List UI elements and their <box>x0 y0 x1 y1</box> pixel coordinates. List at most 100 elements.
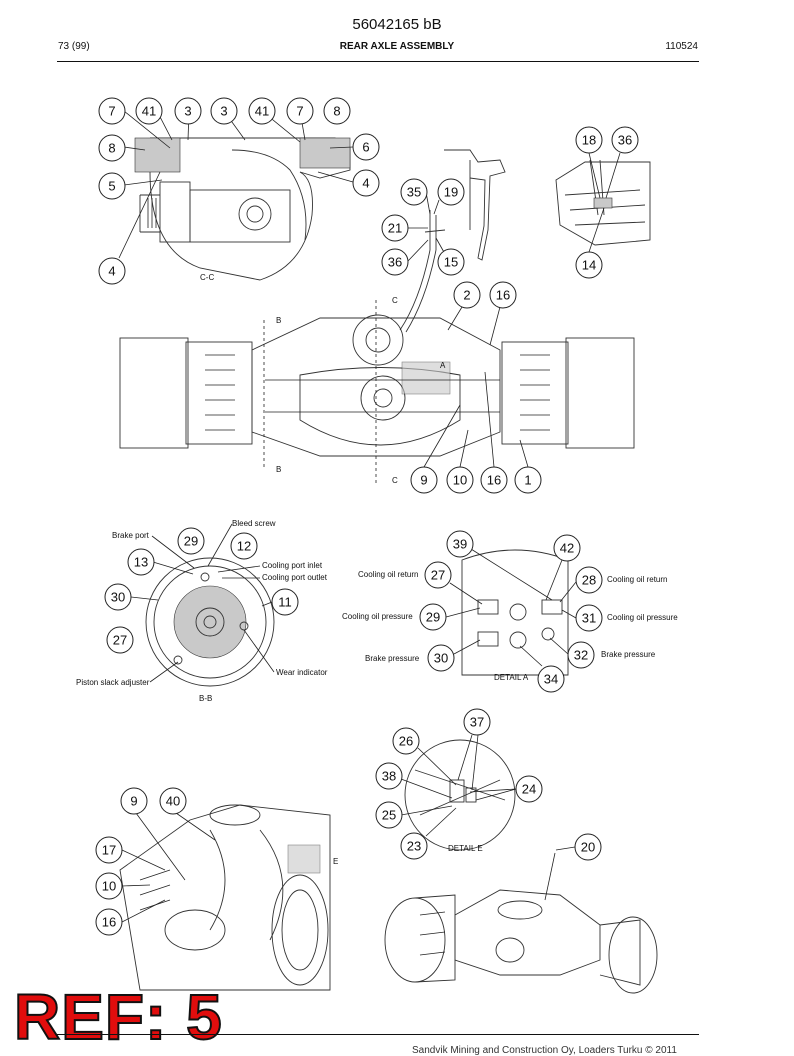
detail-a-text-labels: Cooling oil return Cooling oil return Co… <box>342 570 678 663</box>
fitting-callouts: 18 36 14 <box>575 126 639 279</box>
right-hub-fins <box>520 354 550 431</box>
svg-text:16: 16 <box>496 288 510 303</box>
callout-3: 3 <box>210 97 238 125</box>
callout-26: 26 <box>392 727 420 755</box>
cc-callouts: 7 41 3 3 41 7 8 8 6 5 4 4 <box>98 97 380 285</box>
svg-text:23: 23 <box>407 839 421 854</box>
callout-8: 8 <box>98 134 126 162</box>
callout-38: 38 <box>375 762 403 790</box>
detail-a-callouts: 39 42 27 28 29 31 30 32 34 <box>419 530 603 693</box>
svg-text:12: 12 <box>237 539 251 554</box>
callout-19: 19 <box>437 178 465 206</box>
marker-b-bottom: B <box>276 465 281 474</box>
date-code: 110524 <box>665 41 698 52</box>
svg-text:1: 1 <box>524 473 531 488</box>
callout-35: 35 <box>400 178 428 206</box>
bb-leaders <box>130 523 275 683</box>
svg-text:27: 27 <box>431 568 445 583</box>
svg-text:18: 18 <box>582 133 596 148</box>
svg-text:11: 11 <box>278 595 292 610</box>
svg-text:16: 16 <box>102 915 116 930</box>
marker-a: A <box>440 361 446 370</box>
callout-13: 13 <box>127 548 155 576</box>
callout-34: 34 <box>537 665 565 693</box>
detail-a-leaders <box>445 548 577 667</box>
svg-text:35: 35 <box>407 185 421 200</box>
svg-text:4: 4 <box>108 264 115 279</box>
label-cooling-port-inlet: Cooling port inlet <box>262 561 323 570</box>
svg-text:36: 36 <box>618 133 632 148</box>
svg-text:16: 16 <box>487 473 501 488</box>
svg-text:4: 4 <box>362 176 369 191</box>
svg-text:29: 29 <box>426 610 440 625</box>
callout-18: 18 <box>575 126 603 154</box>
callout-16: 16 <box>489 281 517 309</box>
callout-4: 4 <box>98 257 126 285</box>
svg-text:10: 10 <box>453 473 467 488</box>
callout-41: 41 <box>248 97 276 125</box>
callout-24: 24 <box>515 775 543 803</box>
callout-20: 20 <box>574 833 602 861</box>
hose-bracket-view <box>399 149 506 333</box>
svg-text:37: 37 <box>470 715 484 730</box>
svg-text:31: 31 <box>582 611 596 626</box>
callout-10: 10 <box>446 466 474 494</box>
svg-text:26: 26 <box>399 734 413 749</box>
label-brake-pressure-left: Brake pressure <box>365 654 420 663</box>
label-piston-slack-adjuster: Piston slack adjuster <box>76 678 150 687</box>
svg-text:41: 41 <box>142 104 156 119</box>
callout-30: 30 <box>427 644 455 672</box>
svg-text:13: 13 <box>134 555 148 570</box>
label-bleed-screw: Bleed screw <box>232 519 276 528</box>
perspective-closeup-view: E <box>119 804 338 991</box>
axle-main-view: A B B C C <box>119 296 635 485</box>
svg-text:30: 30 <box>111 590 125 605</box>
callout-12: 12 <box>230 532 258 560</box>
callout-14: 14 <box>575 251 603 279</box>
callout-17: 17 <box>95 836 123 864</box>
section-bb-view: B-B <box>145 557 275 703</box>
callout-11: 11 <box>271 588 299 616</box>
svg-text:9: 9 <box>420 473 427 488</box>
svg-text:7: 7 <box>296 104 303 119</box>
footer-copyright: Sandvik Mining and Construction Oy, Load… <box>412 1045 677 1056</box>
hose-callouts: 35 19 21 36 15 <box>381 178 465 276</box>
marker-c-top: C <box>392 296 398 305</box>
svg-text:3: 3 <box>184 104 191 119</box>
section-cc-view: C-C <box>134 137 351 282</box>
callout-42: 42 <box>553 534 581 562</box>
marker-e: E <box>333 857 338 866</box>
detail-a-view: DETAIL A <box>461 549 569 682</box>
detail-a-caption: DETAIL A <box>494 673 529 682</box>
svg-text:20: 20 <box>581 840 595 855</box>
svg-text:9: 9 <box>130 794 137 809</box>
callout-15: 15 <box>437 248 465 276</box>
callout-3: 3 <box>174 97 202 125</box>
perspective-leaders <box>121 812 216 923</box>
callout-5: 5 <box>98 172 126 200</box>
svg-text:36: 36 <box>388 255 402 270</box>
callout-40: 40 <box>159 787 187 815</box>
callout-9: 9 <box>120 787 148 815</box>
callout-16: 16 <box>480 466 508 494</box>
label-brake-port: Brake port <box>112 531 150 540</box>
callout-29: 29 <box>419 603 447 631</box>
marker-c-bottom: C <box>392 476 398 485</box>
callout-29: 29 <box>177 527 205 555</box>
callout-36: 36 <box>611 126 639 154</box>
callout-6: 6 <box>352 133 380 161</box>
svg-text:41: 41 <box>255 104 269 119</box>
detail-e-caption: DETAIL E <box>448 844 483 853</box>
marker-b-top: B <box>276 316 281 325</box>
svg-text:40: 40 <box>166 794 180 809</box>
svg-text:34: 34 <box>544 672 558 687</box>
page-reference: 73 (99) <box>58 41 90 52</box>
cc-leader-lines <box>118 110 354 259</box>
svg-text:19: 19 <box>444 185 458 200</box>
svg-text:21: 21 <box>388 221 402 236</box>
callout-16: 16 <box>95 908 123 936</box>
label-cooling-oil-return-left: Cooling oil return <box>358 570 418 579</box>
callout-27: 27 <box>106 626 134 654</box>
svg-text:38: 38 <box>382 769 396 784</box>
